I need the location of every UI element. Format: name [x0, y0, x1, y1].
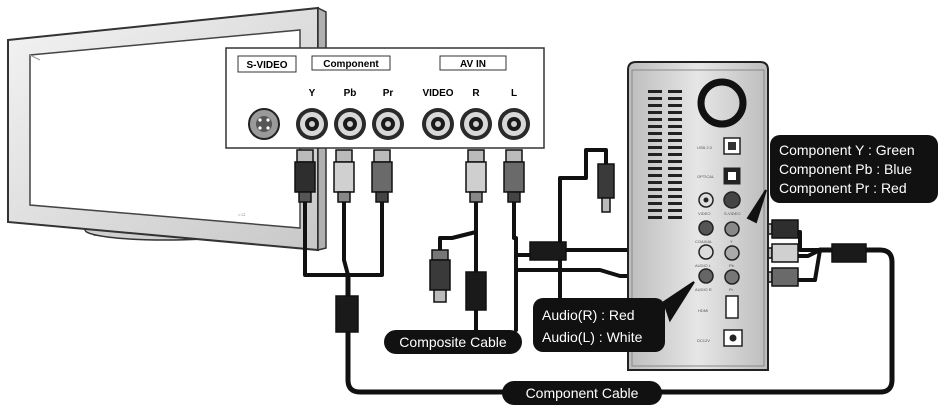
callout-leaders: [662, 189, 767, 323]
port-label-pr: Pr: [729, 287, 734, 292]
ferrite-core-component: [335, 295, 359, 333]
port-label-pb: Pb: [729, 263, 735, 268]
callout-audio-r: Audio(R) : Red: [542, 307, 635, 323]
callout-component-colors: Component Y : Green Component Pb : Blue …: [770, 135, 938, 203]
port-label-dc: DC12V: [697, 338, 710, 343]
plug-av-l: [503, 149, 525, 203]
label-composite-cable: Composite Cable: [384, 330, 522, 354]
plug-composite-loose: [429, 249, 451, 303]
callout-component-pr: Component Pr : Red: [779, 180, 907, 196]
tv-connector-panel: S-VIDEO Component AV IN Y Pb Pr VIDEO R …: [225, 47, 545, 149]
port-hdmi: [725, 295, 739, 319]
composite-cable-text: Composite Cable: [399, 334, 507, 350]
plug-component-y: [294, 149, 316, 203]
label-component-cable: Component Cable: [502, 381, 662, 405]
port-label-svideo: S-VIDEO: [724, 211, 740, 216]
jack-label-video: VIDEO: [422, 88, 453, 99]
jack-label-r: R: [472, 88, 480, 99]
port-component-pr: [724, 269, 740, 285]
port-label-optical: OPTICAL: [697, 174, 715, 179]
callout-audio-colors: Audio(R) : Red Audio(L) : White: [533, 298, 665, 352]
ferrite-core-component-right: [831, 243, 867, 263]
port-label-audio-r: AUDIO R: [695, 287, 712, 292]
fan-ring: [697, 78, 747, 128]
port-audio-l: [698, 244, 714, 260]
plug-av-r: [465, 149, 487, 203]
callout-component-y: Component Y : Green: [779, 142, 915, 158]
port-component-pb: [724, 245, 740, 261]
avin-group-label: AV IN: [460, 59, 486, 70]
port-svideo: [723, 191, 741, 209]
port-label-coaxial: COAXIAL: [695, 239, 713, 244]
jack-label-y: Y: [309, 88, 316, 99]
jack-label-pb: Pb: [344, 88, 357, 99]
ferrite-core-composite: [465, 271, 487, 311]
svideo-jack: [248, 108, 280, 140]
component-group-label: Component: [323, 59, 379, 70]
port-label-audio-l: AUDIO L: [695, 263, 712, 268]
plug-component-pr: [371, 149, 393, 203]
jack-label-pr: Pr: [383, 88, 394, 99]
svideo-label: S-VIDEO: [246, 60, 287, 71]
port-component-y: [724, 221, 740, 237]
port-label-hdmi: HDMI: [698, 308, 708, 313]
port-coaxial: [698, 220, 714, 236]
plug-player-video: [597, 163, 615, 213]
port-audio-r: [698, 268, 714, 284]
vent-slots: [648, 90, 682, 219]
callout-component-pb: Component Pb : Blue: [779, 161, 912, 177]
plug-component-pb: [333, 149, 355, 203]
port-label-video: VIDEO: [698, 211, 710, 216]
component-cable-text: Component Cable: [526, 385, 639, 401]
rca-jacks: [296, 108, 530, 140]
ferrite-core-audio: [529, 241, 567, 261]
tv-power-indicator: ○ ☐: [238, 212, 246, 217]
callout-audio-l: Audio(L) : White: [542, 329, 643, 345]
port-label-usb: USB 2.0: [697, 145, 713, 150]
jack-label-l: L: [511, 88, 517, 99]
port-label-y: Y: [730, 239, 733, 244]
media-player: USB 2.0 OPTICAL VIDEO S-VIDEO COAXIAL Y …: [627, 61, 769, 371]
